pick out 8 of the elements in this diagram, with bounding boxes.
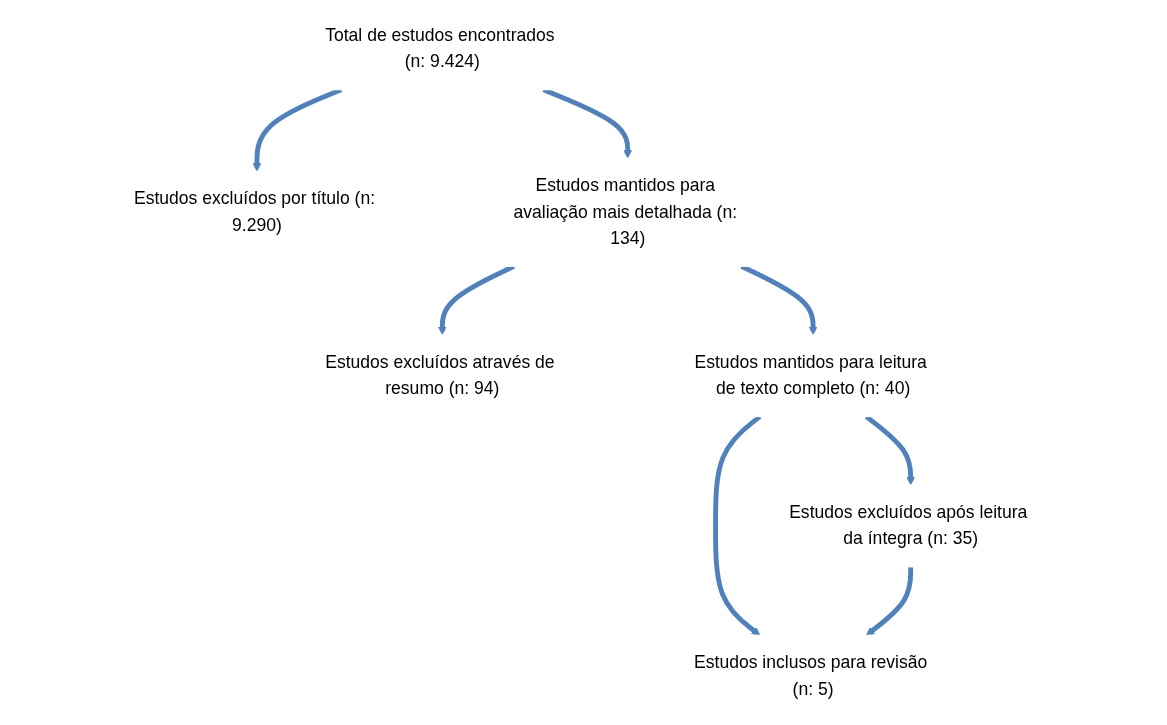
node-text: Estudos inclusos para revisão (n: 5) <box>693 652 928 699</box>
node-text: Estudos mantidos para avaliação mais detalhada (n: 134) <box>513 175 737 248</box>
arrow <box>865 566 913 636</box>
node-text: Estudos excluídos através de resumo (n: 94) <box>324 352 555 399</box>
node-text: Estudos excluídos por título (n: 9.290) <box>133 188 375 235</box>
node-text: Estudos mantidos para leitura de texto completo (n: 40) <box>694 352 927 399</box>
node-text: Estudos excluídos após leitura da íntegra (n: 35) <box>788 502 1028 549</box>
node-text: Total de estudos encontrados (n: 9.424) <box>324 25 555 72</box>
